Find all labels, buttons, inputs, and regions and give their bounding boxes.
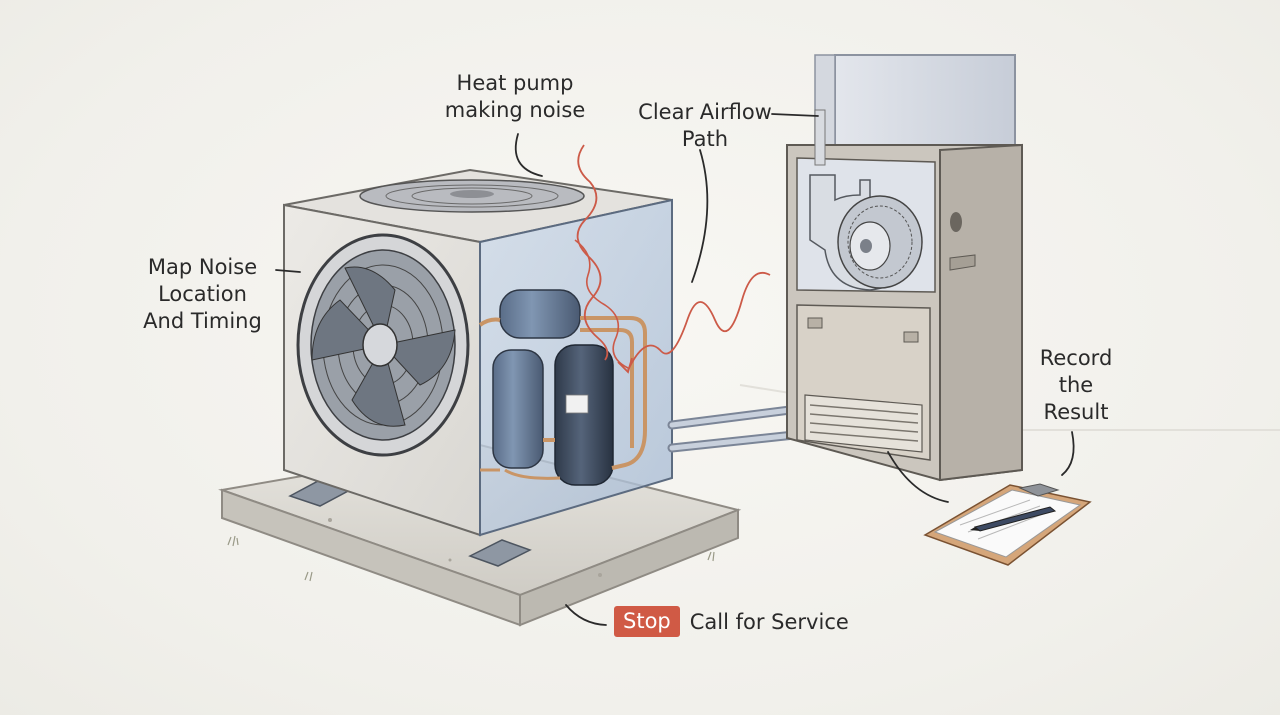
label-clear-airflow-path: Clear Airflow Path bbox=[638, 100, 772, 151]
stop-badge: Stop bbox=[614, 606, 680, 637]
blower-icon bbox=[809, 174, 923, 291]
leader-lines bbox=[275, 113, 1075, 626]
leader-heat-pump bbox=[514, 133, 543, 177]
clipboard-icon bbox=[923, 483, 1092, 566]
fan-icon bbox=[296, 233, 470, 457]
leader-airflow-duct bbox=[771, 113, 819, 117]
pen-icon bbox=[970, 506, 1057, 532]
leader-vent bbox=[887, 451, 949, 503]
label-record-result: Record the Result bbox=[1039, 346, 1113, 424]
leader-record bbox=[1061, 431, 1075, 476]
leader-airflow bbox=[691, 149, 709, 283]
stop-callout: Stop Call for Service bbox=[614, 606, 849, 637]
call-for-service-text: Call for Service bbox=[689, 609, 849, 634]
leader-map-noise bbox=[275, 269, 301, 273]
grass-tufts bbox=[227, 535, 715, 582]
noise-lines bbox=[574, 144, 771, 374]
compressor-icon bbox=[478, 289, 647, 486]
leader-stop bbox=[565, 604, 607, 626]
label-map-noise-location: Map Noise Location And Timing bbox=[143, 255, 262, 333]
label-heat-pump-noise: Heat pump making noise bbox=[444, 71, 586, 122]
